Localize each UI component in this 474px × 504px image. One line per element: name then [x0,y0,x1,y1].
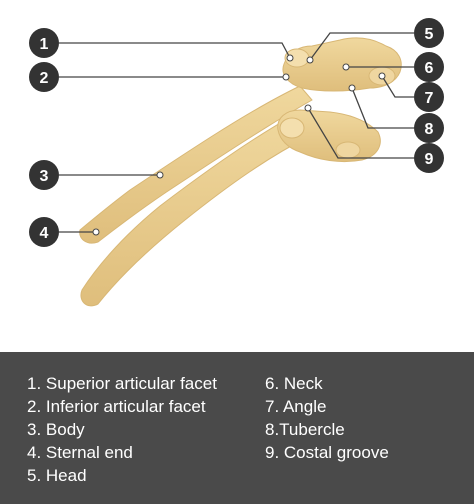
badge-2: 2 [29,62,59,92]
rib-illustration: 1 2 3 4 5 6 7 8 [29,18,444,307]
lower-head-facet-shape [279,117,305,139]
upper-rib-shaft [79,85,313,244]
badge-3: 3 [29,160,59,190]
badge-5: 5 [414,18,444,48]
legend-column-left: 1. Superior articular facet 2. Inferior … [27,372,217,487]
pointer-dot-7 [378,72,386,80]
pointer-dots [92,54,386,236]
legend-panel: 1. Superior articular facet 2. Inferior … [0,352,474,504]
badge-5-label: 5 [425,26,434,43]
badge-7: 7 [414,82,444,112]
leader-9 [307,107,414,159]
badge-4: 4 [29,217,59,247]
lower-rib-shaft [80,111,311,307]
legend-item-4: 4. Sternal end [27,443,133,462]
pointer-dot-9 [304,104,312,112]
leader-1 [59,42,291,59]
badge-1: 1 [29,28,59,58]
pointer-dot-1 [286,54,294,62]
leader-8 [351,87,414,129]
legend-item-5: 5. Head [27,466,87,485]
badge-8-label: 8 [425,121,434,138]
legend-item-3: 3. Body [27,420,85,439]
badge-6-label: 6 [425,60,434,77]
legend-item-2: 2. Inferior articular facet [27,397,206,416]
badge-8: 8 [414,113,444,143]
leader-7 [381,75,414,98]
badge-7-label: 7 [425,90,434,107]
legend-column-right: 6. Neck 7. Angle 8.Tubercle 9. Costal gr… [265,372,389,464]
pointer-dot-8 [348,84,356,92]
badge-9: 9 [414,143,444,173]
pointer-dot-2 [282,73,290,81]
leader-5 [309,32,414,61]
lower-rib [80,109,381,307]
badge-9-label: 9 [425,151,434,168]
legend-item-1: 1. Superior articular facet [27,374,217,393]
pointer-dot-3 [156,171,164,179]
badge-4-label: 4 [40,225,49,242]
badge-2-label: 2 [40,70,49,87]
badge-1-label: 1 [40,36,49,53]
pointer-dot-4 [92,228,100,236]
pointer-dot-5 [306,56,314,64]
legend-item-6: 6. Neck [265,374,323,393]
legend-item-9: 9. Costal groove [265,443,389,462]
upper-rib [79,37,402,244]
pointer-dot-6 [342,63,350,71]
badge-3-label: 3 [40,168,49,185]
lower-tubercle-shape [335,141,361,159]
legend-item-8: 8.Tubercle [265,420,345,439]
badge-6: 6 [414,52,444,82]
legend-item-7: 7. Angle [265,397,327,416]
leader-lines [59,32,414,233]
